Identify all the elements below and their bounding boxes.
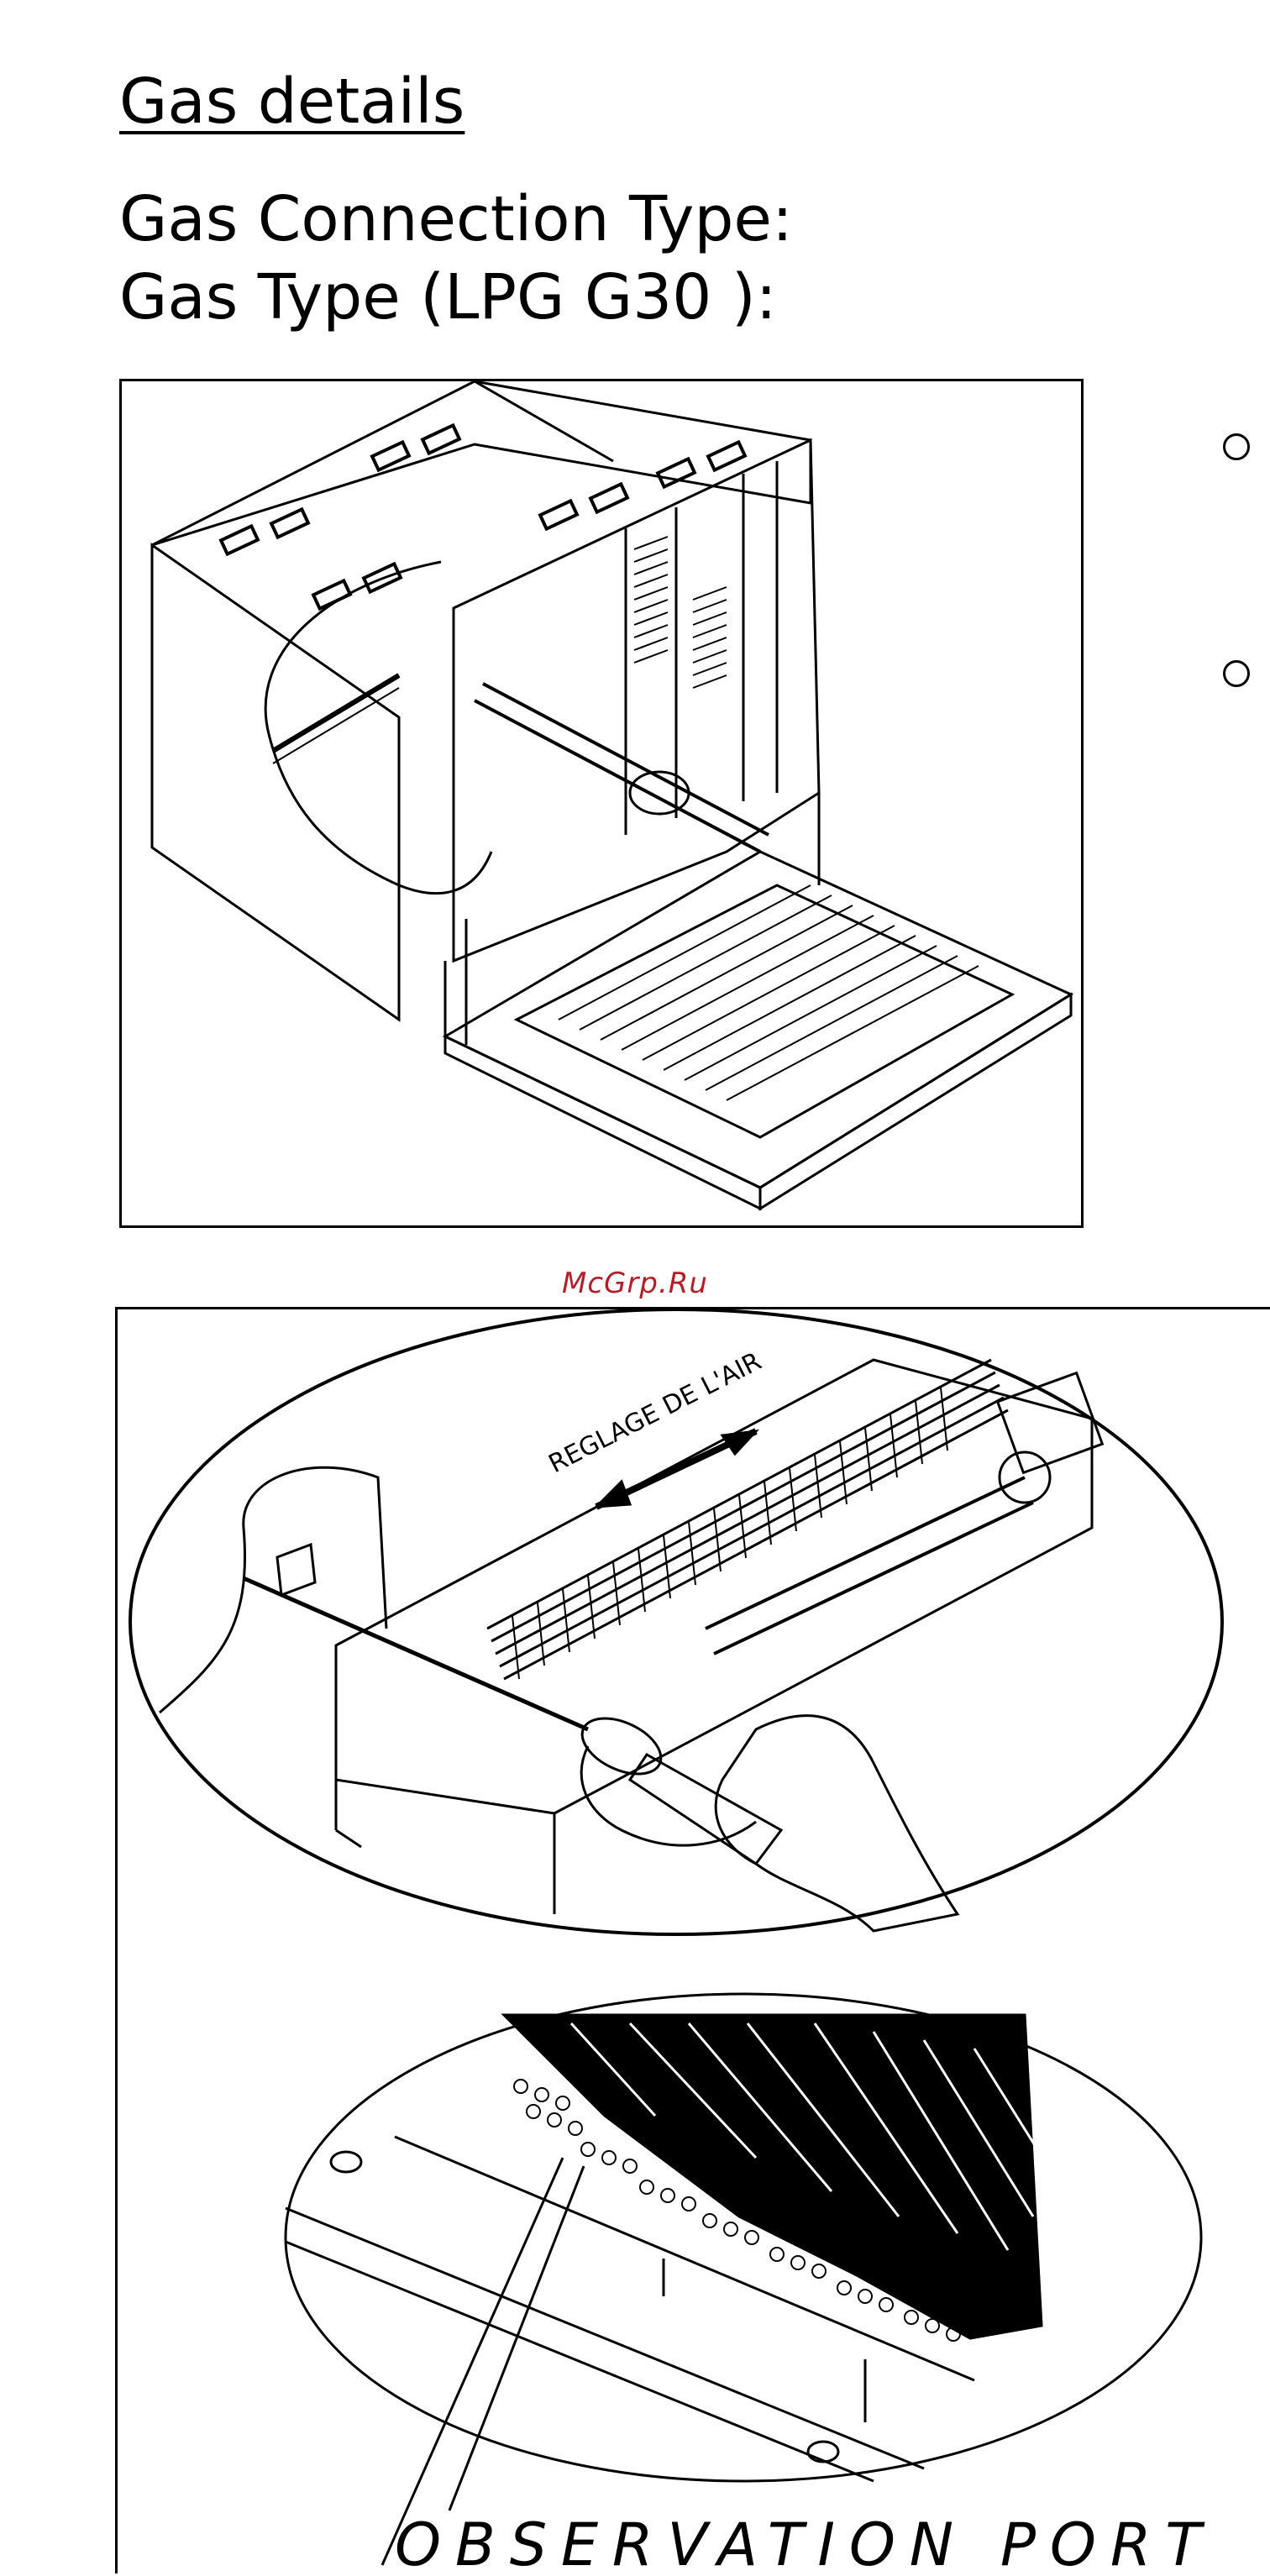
air-adjustment-illustration: REGLAGE DE L'AIR	[115, 1307, 1270, 2573]
gas-type-label: Gas Type (LPG G30 ):	[119, 261, 777, 333]
gas-connection-type-label: Gas Connection Type:	[119, 183, 793, 255]
air-adjust-label: REGLAGE DE L'AIR	[544, 1346, 766, 1479]
oven-burner-illustration	[119, 379, 1084, 1228]
observation-port-callout: OBSERVATION PORT	[395, 2510, 1205, 2576]
watermark: McGrp.Ru	[0, 1267, 1270, 1300]
bullet-circle-icon	[1223, 433, 1250, 460]
page-heading: Gas details	[119, 66, 464, 138]
bullet-circle-icon	[1223, 660, 1250, 687]
